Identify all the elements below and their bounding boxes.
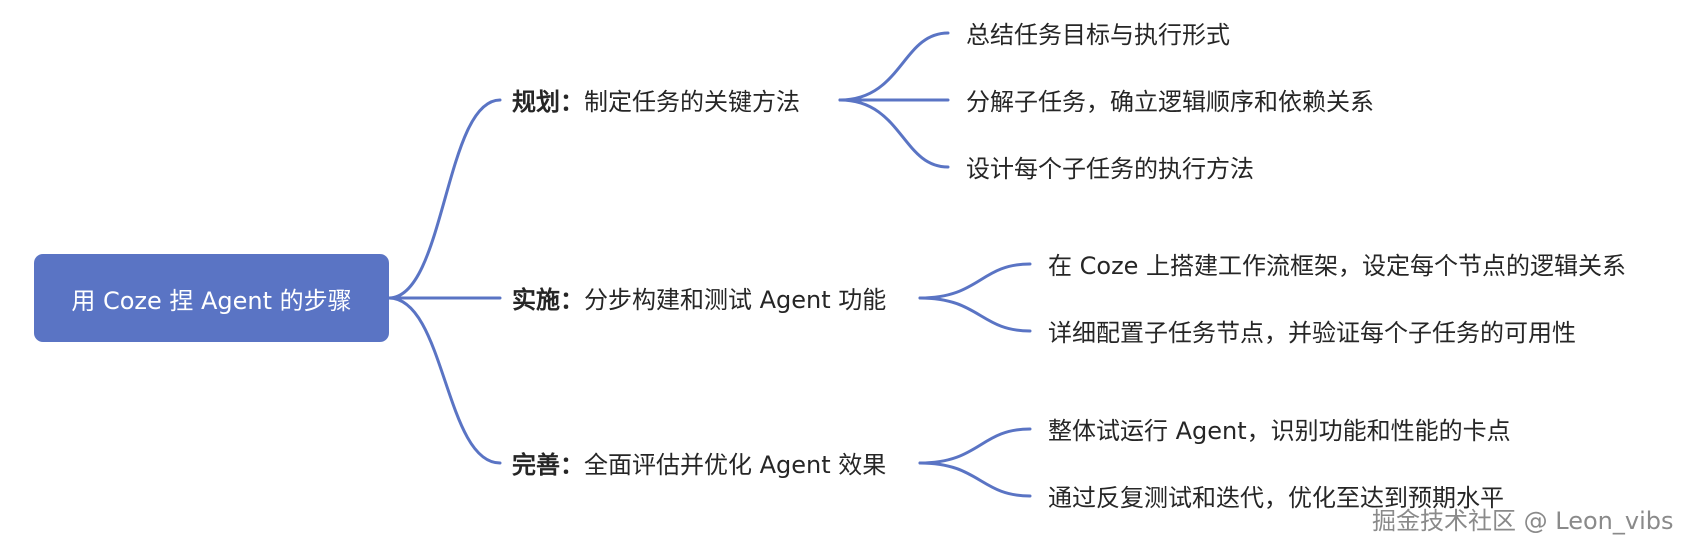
- root-node-label: 用 Coze 捏 Agent 的步骤: [71, 286, 352, 315]
- branch-implement-text: 分步构建和测试 Agent 功能: [584, 286, 887, 314]
- leaf-improve-2: 通过反复测试和迭代，优化至达到预期水平: [1048, 484, 1504, 512]
- branch-improve-text: 全面评估并优化 Agent 效果: [584, 451, 887, 479]
- branch-improve: 完善：全面评估并优化 Agent 效果: [512, 445, 886, 485]
- leaf-improve-1: 整体试运行 Agent，识别功能和性能的卡点: [1048, 417, 1511, 445]
- leaf-plan-3: 设计每个子任务的执行方法: [966, 155, 1254, 183]
- link-root-to-branch-improve: [387, 296, 502, 465]
- watermark: 掘金技术社区 @ Leon_vibs: [1372, 507, 1674, 535]
- branch-improve-key: 完善：: [512, 451, 584, 479]
- branch-implement: 实施：分步构建和测试 Agent 功能: [512, 280, 886, 320]
- leaf-plan-2: 分解子任务，确立逻辑顺序和依赖关系: [966, 88, 1374, 116]
- branch-plan-key: 规划：: [512, 88, 584, 116]
- leaf-implement-1: 在 Coze 上搭建工作流框架，设定每个节点的逻辑关系: [1048, 252, 1627, 280]
- branch-plan: 规划：制定任务的关键方法: [512, 82, 800, 122]
- link-root-to-branch-plan: [387, 98, 502, 300]
- link-improve-to-leaf-2: [918, 461, 1032, 498]
- root-node: 用 Coze 捏 Agent 的步骤: [34, 254, 389, 342]
- leaf-implement-2: 详细配置子任务节点，并验证每个子任务的可用性: [1048, 319, 1576, 347]
- link-implement-to-leaf-1: [918, 262, 1032, 300]
- leaf-plan-1: 总结任务目标与执行形式: [966, 21, 1230, 49]
- branch-implement-key: 实施：: [512, 286, 584, 314]
- link-plan-to-leaf-3: [838, 98, 950, 169]
- link-implement-to-leaf-2: [918, 296, 1032, 333]
- link-plan-to-leaf-1: [838, 31, 950, 102]
- branch-plan-text: 制定任务的关键方法: [584, 88, 800, 116]
- link-improve-to-leaf-1: [918, 427, 1032, 465]
